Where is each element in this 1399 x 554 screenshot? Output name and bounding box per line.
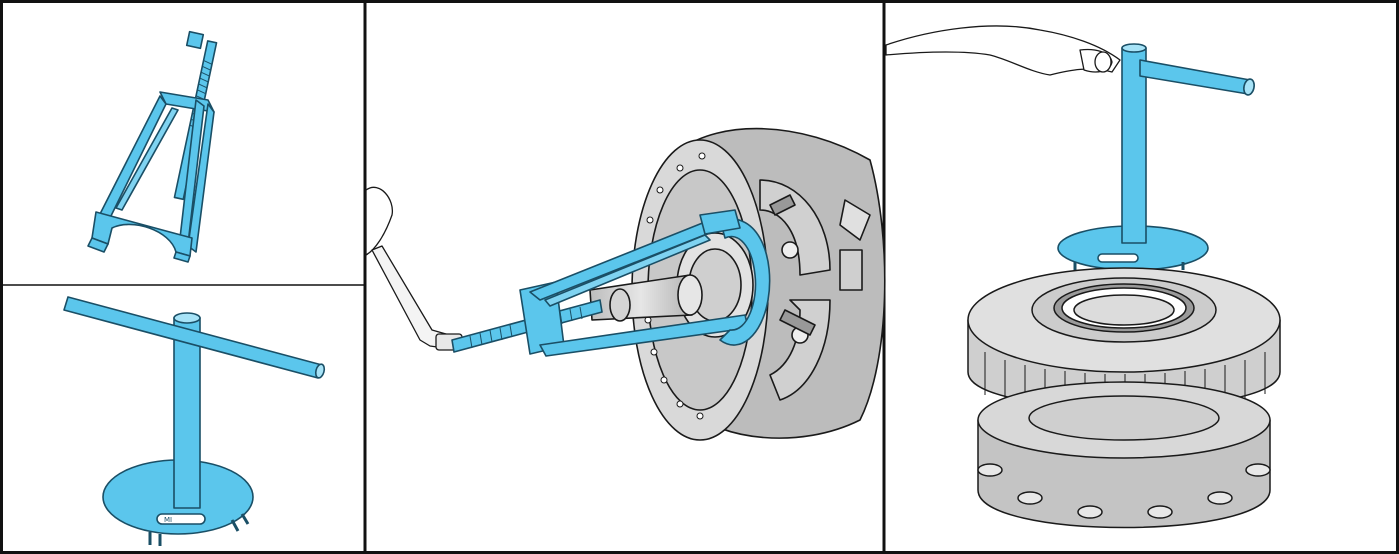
- t-handle-tool-icon: MI: [63, 296, 326, 546]
- puller-on-brake-hub-icon: [365, 127, 886, 441]
- engraving-text: MI: [164, 516, 172, 524]
- three-leg-puller-icon: [87, 30, 218, 263]
- seal-driver-on-rotor-icon: [885, 25, 1281, 529]
